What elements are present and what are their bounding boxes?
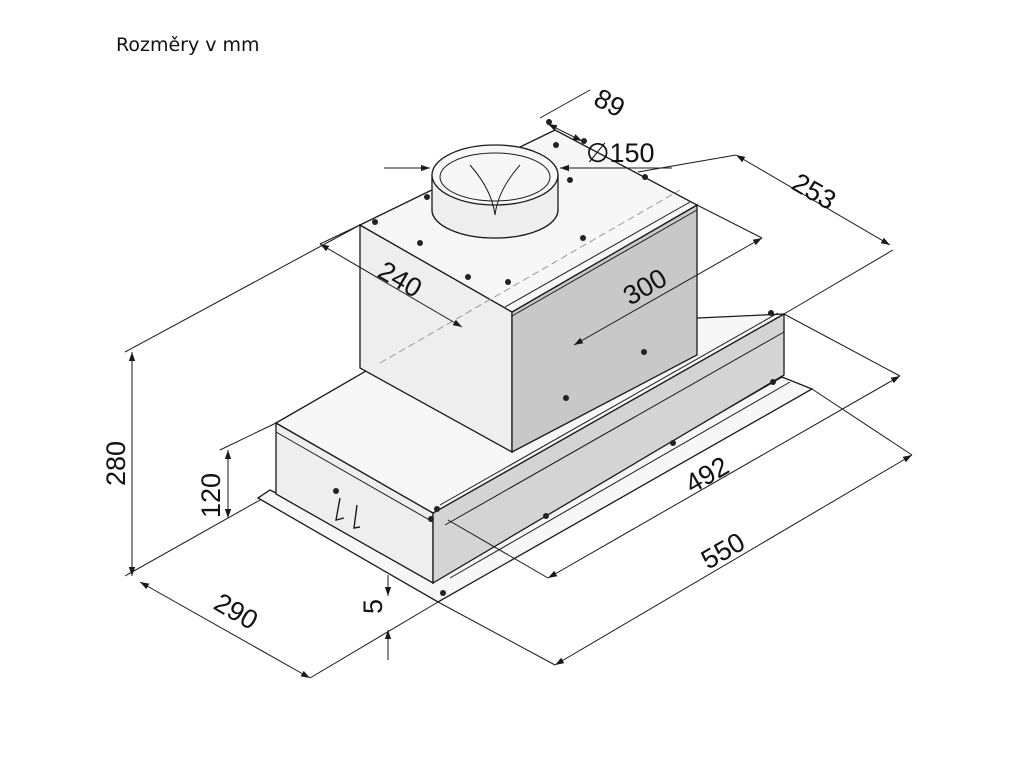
dim-253: 253 (787, 167, 841, 216)
dim-89: 89 (589, 83, 630, 124)
caption: Rozměry v mm (116, 34, 260, 56)
dim-280: 280 (101, 441, 131, 486)
dim-120: 120 (196, 473, 226, 518)
dim-5: 5 (358, 599, 388, 614)
dim-290: 290 (209, 587, 263, 636)
exhaust-connector (431, 144, 559, 239)
dim-150: ∅150 (586, 138, 655, 168)
control-knobs (335, 497, 361, 529)
dim-550: 550 (696, 527, 750, 576)
dimension-lines (124, 89, 913, 679)
